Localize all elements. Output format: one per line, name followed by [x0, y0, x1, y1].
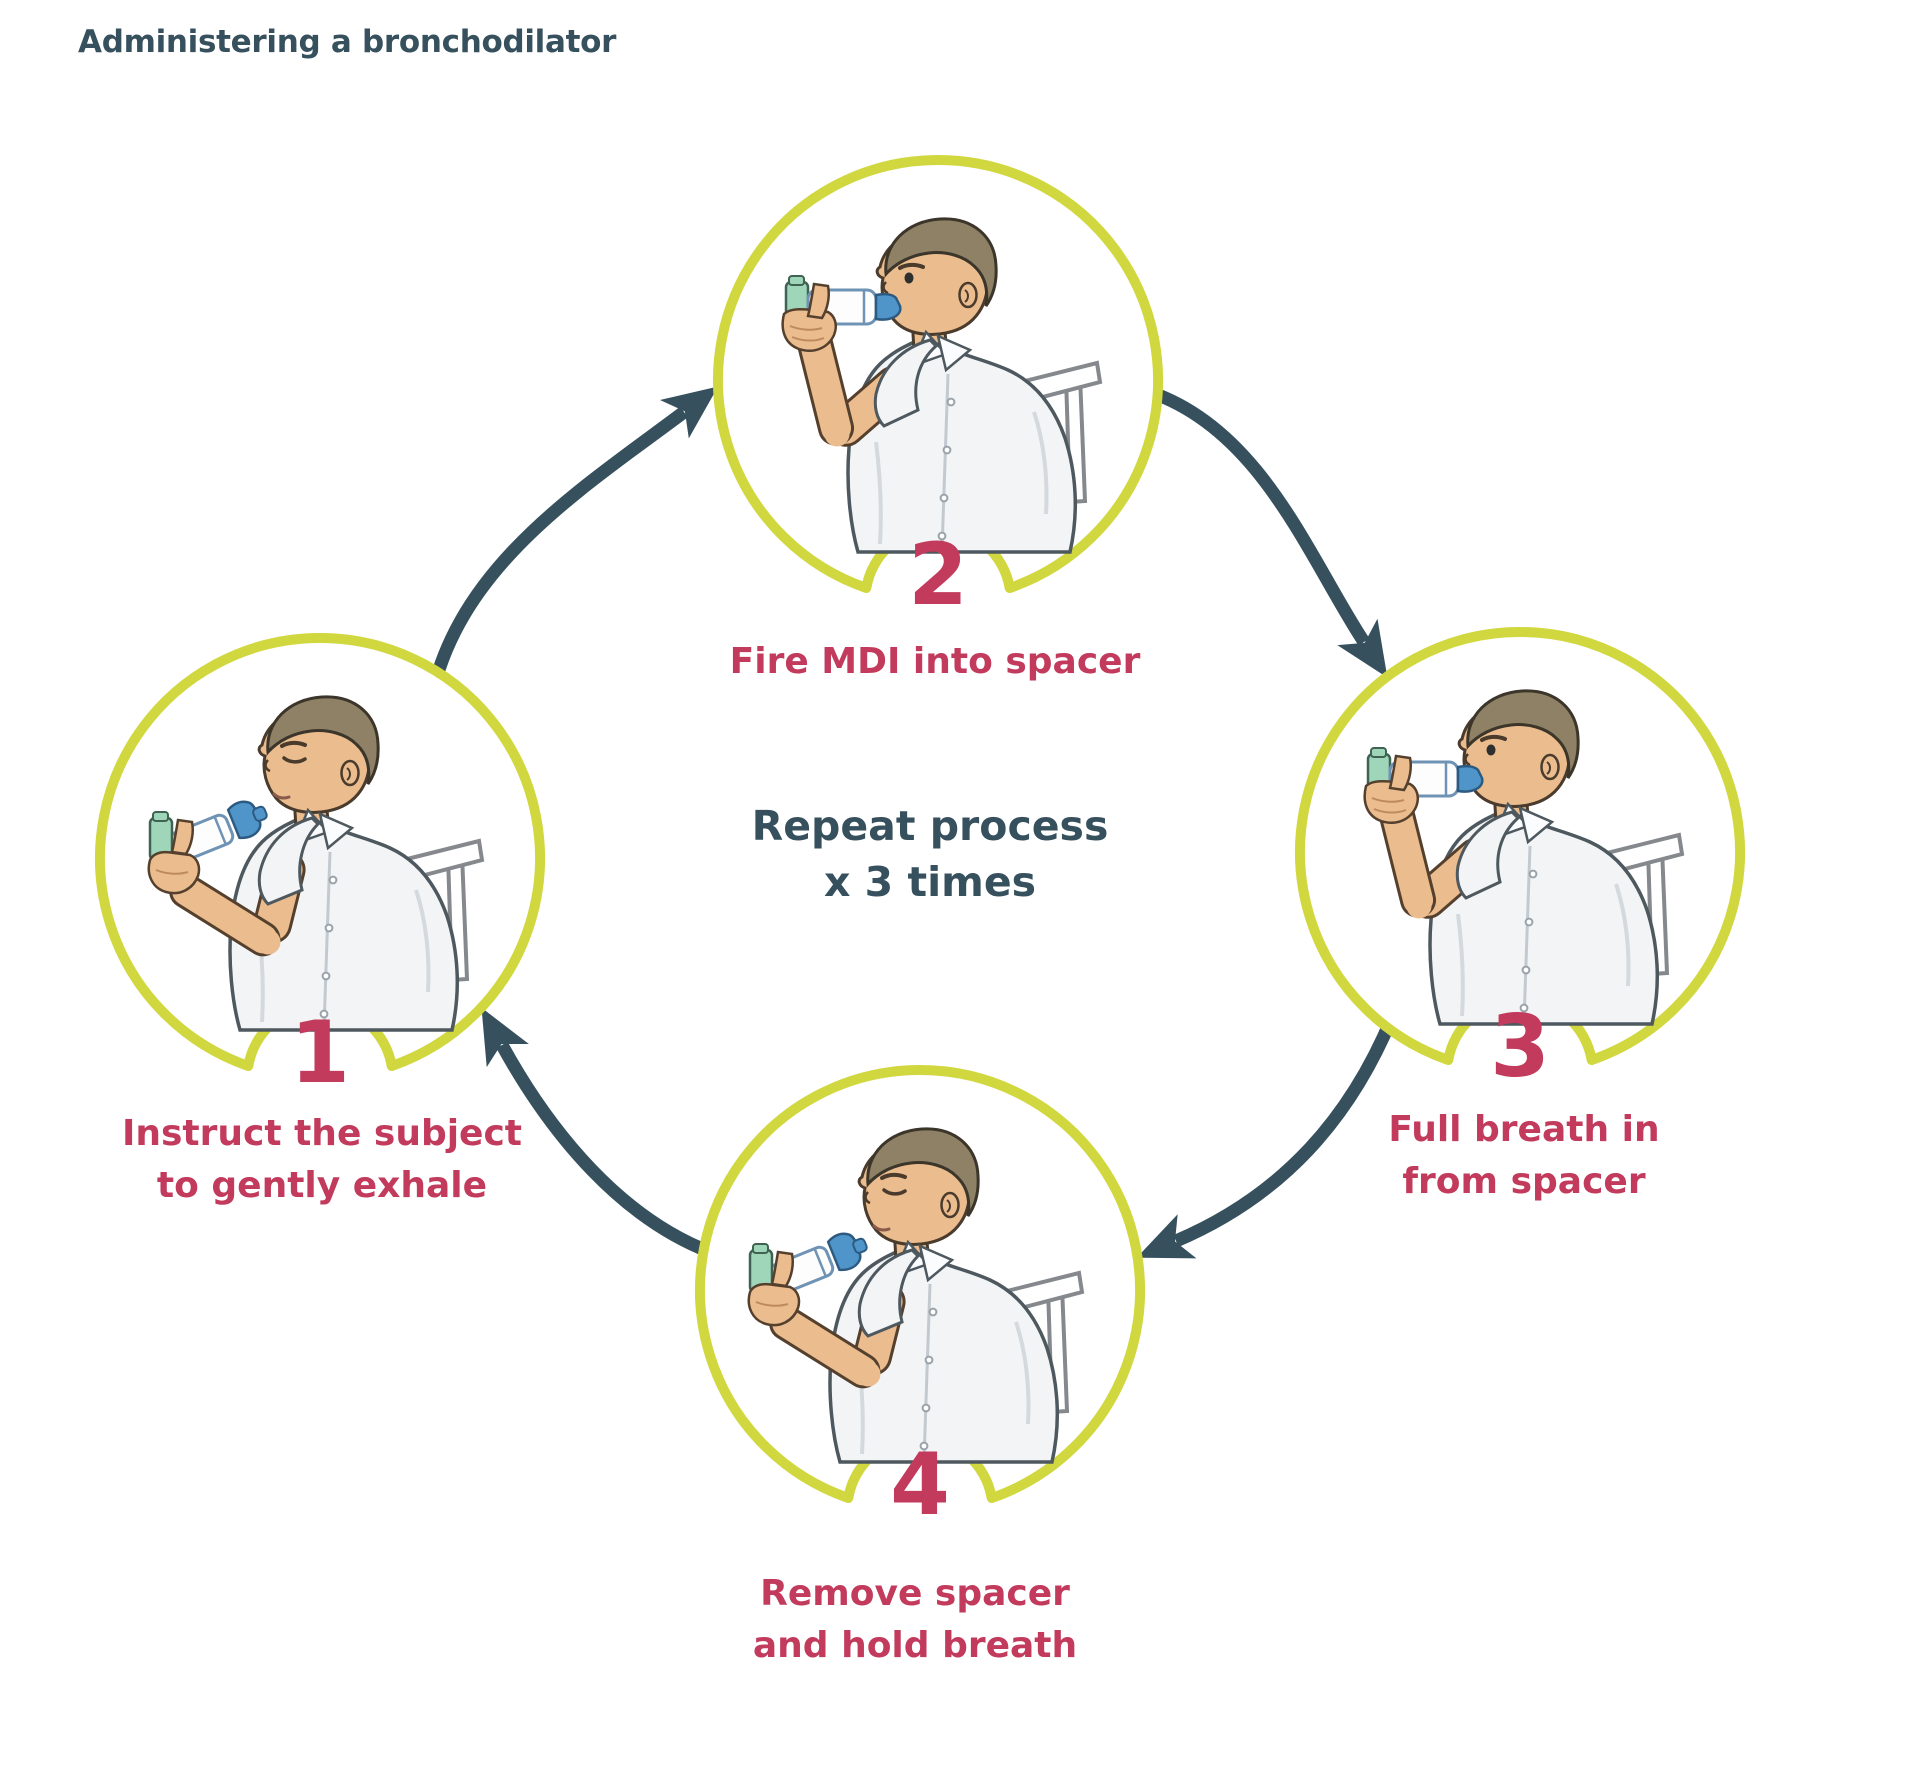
center-note-line2: x 3 times	[823, 858, 1037, 906]
arrow-step1-to-step2	[423, 386, 719, 707]
step-number-1: 1	[290, 1003, 350, 1103]
step-number-4: 4	[890, 1435, 950, 1535]
page-title: Administering a bronchodilator	[78, 24, 617, 60]
center-note: Repeat process x 3 times	[752, 798, 1109, 910]
arrow-step4-to-step1	[481, 1007, 713, 1259]
arrow-step2-to-step3	[1147, 385, 1388, 678]
arrow-step3-to-step4	[1136, 1007, 1402, 1259]
step-caption-2: Fire MDI into spacer	[729, 641, 1141, 682]
step-caption-4: Remove spacer and hold breath	[752, 1573, 1078, 1666]
step-number-2: 2	[908, 525, 968, 625]
step-number-3: 3	[1490, 997, 1550, 1097]
center-note-line1: Repeat process	[751, 802, 1109, 850]
step-caption-1: Instruct the subject to gently exhale	[121, 1113, 523, 1206]
step-caption-3: Full breath in from spacer	[1388, 1109, 1660, 1202]
